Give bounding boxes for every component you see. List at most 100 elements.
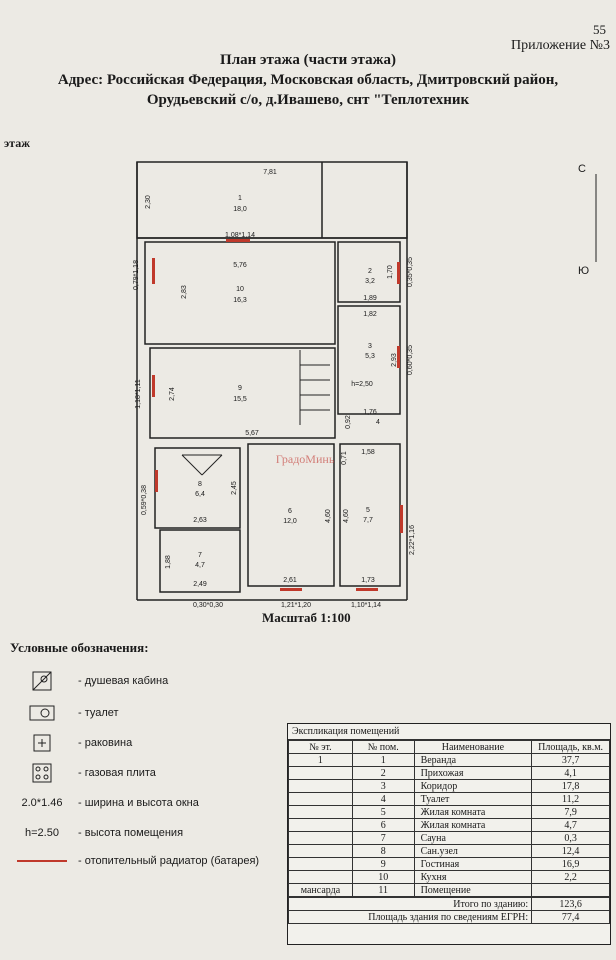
dim-1-76: 1,76 <box>363 409 377 416</box>
room-height: h=2,50 <box>351 381 373 388</box>
room-height-icon: h=2.50 <box>25 827 59 839</box>
legend-text-gas-stove: - газовая плита <box>78 767 156 779</box>
dim-2-61: 2,61 <box>283 577 297 584</box>
shower-icon <box>12 670 72 692</box>
total-label: Итого по зданию: <box>287 897 533 911</box>
table-cell <box>288 779 353 793</box>
dim-2-30: 2,30 <box>145 195 152 209</box>
table-cell: 7 <box>351 831 415 845</box>
sink-icon <box>12 733 72 753</box>
legend-item-height: h=2.50 - высота помещения <box>12 822 183 844</box>
table-cell: Сан.узел <box>413 844 533 858</box>
dim-5-76: 5,76 <box>233 262 247 269</box>
compass: С Ю <box>578 163 597 277</box>
legend-item-sink: - раковина <box>12 732 132 754</box>
table-cell: 9 <box>351 857 415 871</box>
table-cell: 6 <box>351 818 415 832</box>
table-cell <box>288 805 353 819</box>
table-cell: Коридор <box>413 779 533 793</box>
dim-2-83: 2,83 <box>181 285 188 299</box>
table-cell: Прихожая <box>413 766 533 780</box>
dim-7-81: 7,81 <box>263 169 277 176</box>
floor-label: этаж <box>4 136 30 150</box>
room-7-num: 7 <box>198 552 202 559</box>
table-cell: 1 <box>351 753 415 767</box>
room-2-num: 2 <box>368 268 372 275</box>
dim-2-49: 2,49 <box>193 581 207 588</box>
room-8-num: 8 <box>198 481 202 488</box>
table-cell: мансарда <box>288 883 353 897</box>
scale-label: Масштаб 1:100 <box>262 610 351 625</box>
total-row: Итого по зданию: 123,6 <box>287 897 610 911</box>
table-cell: 5 <box>351 805 415 819</box>
legend-text-height: - высота помещения <box>78 827 184 839</box>
plan-title: План этажа (части этажа) <box>220 52 396 68</box>
table-cell <box>288 766 353 780</box>
table-cell: Помещение <box>413 883 533 897</box>
legend-text-sink: - раковина <box>78 737 133 749</box>
legend-item-shower: - душевая кабина <box>12 670 168 692</box>
explication-header-row: № эт. № пом. Наименование Площадь, кв.м. <box>288 740 610 754</box>
radiator-icon <box>12 858 72 864</box>
table-cell: 12,4 <box>531 844 610 858</box>
room-5-num: 5 <box>366 507 370 514</box>
room-10-area: 16,3 <box>233 297 247 304</box>
table-cell: 4,1 <box>531 766 610 780</box>
table-cell <box>288 870 353 884</box>
room-9-area: 15,5 <box>233 396 247 403</box>
dim-1-58: 1,58 <box>361 449 375 456</box>
legend-item-window: 2.0*1.46 - ширина и высота окна <box>12 792 199 814</box>
dim-0-92: 0,92 <box>345 415 352 429</box>
address-line-1: Адрес: Российская Федерация, Московская … <box>57 72 559 88</box>
table-cell: Жилая комната <box>413 805 533 819</box>
dim-window-030: 0,30*0,30 <box>193 602 223 609</box>
room-7-area: 4,7 <box>195 562 205 569</box>
table-cell: Сауна <box>413 831 533 845</box>
legend-text-radiator: - отопительный радиатор (батарея) <box>78 855 260 867</box>
room-9-num: 9 <box>238 385 242 392</box>
legend-item-radiator: - отопительный радиатор (батарея) <box>12 850 259 872</box>
legend-item-toilet: - туалет <box>12 702 119 724</box>
room-3-area: 5,3 <box>365 353 375 360</box>
table-cell: Туалет <box>413 792 533 806</box>
table-cell: 4 <box>351 792 415 806</box>
room-4-num: 4 <box>376 419 380 426</box>
room-10-num: 10 <box>236 286 244 293</box>
gas-stove-icon <box>12 762 72 784</box>
watermark-logo: ГрадоМинь <box>275 452 335 466</box>
table-cell: 11 <box>351 883 415 897</box>
dim-5-67: 5,67 <box>245 430 259 437</box>
room-5-area: 7,7 <box>363 517 373 524</box>
dim-window-222: 2,22*1,16 <box>409 525 416 555</box>
egrn-value: 77,4 <box>531 910 610 924</box>
col-floor: № эт. <box>288 740 353 754</box>
compass-north: С <box>578 163 586 175</box>
table-cell: 16,9 <box>531 857 610 871</box>
col-name: Наименование <box>413 740 533 754</box>
table-cell <box>288 857 353 871</box>
dim-2-93: 2,93 <box>391 353 398 367</box>
table-cell <box>531 883 610 897</box>
table-cell: Кухня <box>413 870 533 884</box>
dim-1-88: 1,88 <box>165 555 172 569</box>
room-6-num: 6 <box>288 508 292 515</box>
room-8-area: 6,4 <box>195 491 205 498</box>
table-cell: Гостиная <box>413 857 533 871</box>
dim-window-110: 1,10*1,14 <box>351 602 381 609</box>
col-room: № пом. <box>351 740 415 754</box>
table-cell: 8 <box>351 844 415 858</box>
table-cell: Веранда <box>413 753 533 767</box>
room-1-num: 1 <box>238 195 242 202</box>
appendix-label: Приложение №3 <box>511 38 610 53</box>
dim-2-63: 2,63 <box>193 517 207 524</box>
